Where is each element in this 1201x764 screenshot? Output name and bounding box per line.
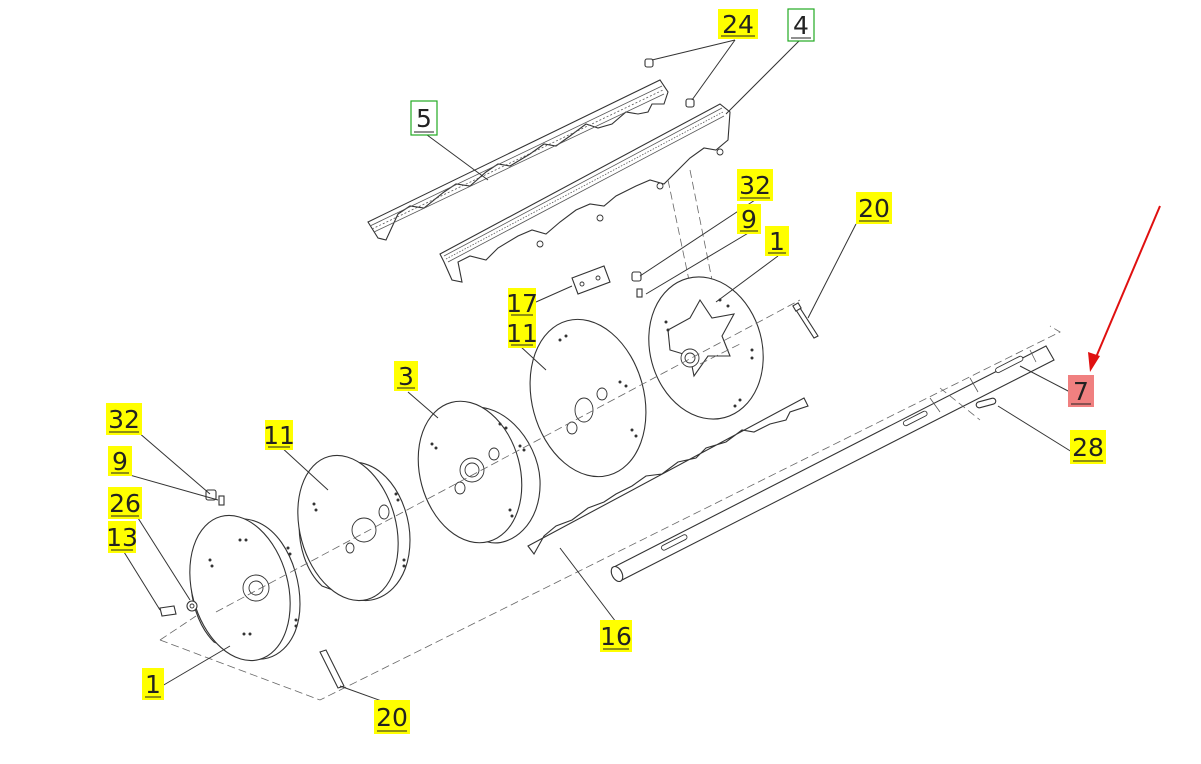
- callout-c11a: 11: [506, 318, 538, 348]
- part-13-bolt: [159, 605, 177, 617]
- callout-number: 11: [506, 319, 538, 348]
- part-20-pin-upper: [792, 302, 819, 339]
- callout-number: 13: [106, 523, 138, 552]
- part-4-rack-plate: [439, 103, 731, 283]
- part-24-nut-a: [644, 58, 654, 68]
- part-28-key: [975, 397, 997, 409]
- callout-c11b: 11: [263, 420, 295, 450]
- callout-box: [1070, 430, 1106, 464]
- callout-box: [142, 668, 164, 700]
- callout-box: [718, 9, 758, 39]
- callout-box: [394, 361, 418, 391]
- callout-c9a: 9: [737, 204, 761, 234]
- callout-c9b: 9: [108, 446, 132, 476]
- callout-box: [737, 169, 773, 201]
- part-24-nut-b: [685, 98, 695, 108]
- callout-c7: 7: [1068, 375, 1094, 407]
- callout-box: [856, 192, 892, 224]
- callout-number: 9: [741, 205, 757, 234]
- callout-box: [410, 100, 438, 136]
- callout-number: 26: [109, 489, 141, 518]
- callout-number: 17: [506, 289, 538, 318]
- callout-box: [374, 700, 410, 734]
- part-11-disk-upper: [529, 318, 647, 478]
- callout-number: 4: [793, 11, 809, 40]
- callout-box: [508, 318, 536, 348]
- callout-box: [508, 288, 536, 318]
- callout-box: [787, 8, 815, 42]
- callout-number: 20: [376, 703, 408, 732]
- callout-c26: 26: [108, 487, 142, 519]
- part-32-nut-upper: [631, 271, 642, 282]
- callout-number: 32: [739, 171, 771, 200]
- callout-number: 20: [858, 194, 890, 223]
- callout-c28: 28: [1070, 430, 1106, 464]
- callout-box: [765, 226, 789, 256]
- part-20-pin-lower: [319, 649, 345, 689]
- part-17-plate: [571, 265, 611, 295]
- callout-number: 32: [108, 405, 140, 434]
- callout-box: [108, 487, 142, 519]
- part-7-shaft: [610, 345, 1055, 583]
- callout-box: [265, 420, 293, 450]
- callout-box: [108, 521, 136, 553]
- callout-number: 9: [112, 447, 128, 476]
- callout-number: 1: [145, 670, 161, 699]
- part-9-washer-upper: [636, 288, 643, 298]
- callout-c32b: 32: [106, 403, 142, 435]
- part-9-washer-lower: [218, 495, 225, 506]
- callout-c32a: 32: [737, 169, 773, 201]
- callout-c4: 4: [787, 8, 815, 42]
- part-3-drum: [417, 400, 541, 544]
- callout-c1b: 1: [142, 668, 164, 700]
- part-26-washer: [186, 600, 198, 612]
- part-16-comb-strip: [527, 397, 809, 556]
- part-1-disk-upper: [648, 276, 764, 420]
- callout-number: 24: [722, 10, 754, 39]
- callout-number: 7: [1073, 377, 1089, 406]
- callout-c24: 24: [718, 9, 758, 39]
- callout-number: 28: [1072, 433, 1104, 462]
- callout-number: 1: [769, 227, 785, 256]
- callout-box: [108, 446, 132, 476]
- callout-box: [737, 204, 761, 234]
- callout-c5: 5: [410, 100, 438, 136]
- leader-lines: [123, 39, 1073, 705]
- callout-c1a: 1: [765, 226, 789, 256]
- callout-box: [106, 403, 142, 435]
- callout-c20b: 20: [374, 700, 410, 734]
- callout-number: 11: [263, 421, 295, 450]
- callout-number: 5: [416, 104, 432, 133]
- callout-c17: 17: [506, 288, 538, 318]
- callout-number: 16: [600, 622, 632, 651]
- part-5-rack-plate: [367, 79, 669, 241]
- callout-box: [1068, 375, 1094, 407]
- part-11-drum-lower: [297, 454, 411, 602]
- callout-c16: 16: [600, 620, 632, 652]
- part-1-drum-lower: [189, 514, 301, 662]
- callout-c20a: 20: [856, 192, 892, 224]
- callout-box: [600, 620, 632, 652]
- callout-c13: 13: [106, 521, 138, 553]
- callout-c3: 3: [394, 361, 418, 391]
- red-arrow-indicator: [1088, 205, 1161, 372]
- callout-number: 3: [398, 362, 414, 391]
